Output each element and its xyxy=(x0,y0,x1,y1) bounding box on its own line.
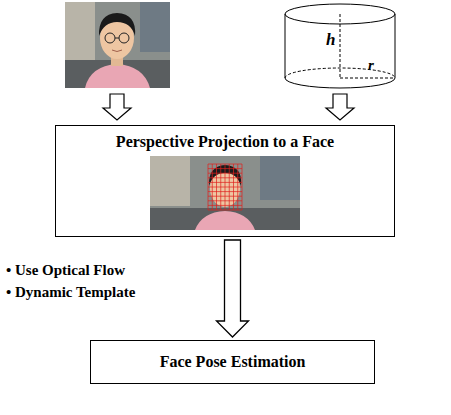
box-title: Perspective Projection to a Face xyxy=(64,132,386,152)
bullet-note: • Dynamic Template xyxy=(6,284,135,301)
dimension-label: r xyxy=(368,57,374,74)
face-photo xyxy=(65,2,170,88)
bullet-note: • Use Optical Flow xyxy=(6,262,125,279)
dimension-label: h xyxy=(326,30,335,50)
process-box: Face Pose Estimation xyxy=(90,340,375,384)
flow-arrow xyxy=(217,240,249,337)
process-box: Perspective Projection to a Face xyxy=(55,125,395,237)
projected-face-photo xyxy=(150,156,300,230)
down-arrow xyxy=(326,94,354,120)
down-arrow xyxy=(103,94,131,120)
box-title: Face Pose Estimation xyxy=(99,352,366,372)
cylinder-model xyxy=(285,4,395,88)
